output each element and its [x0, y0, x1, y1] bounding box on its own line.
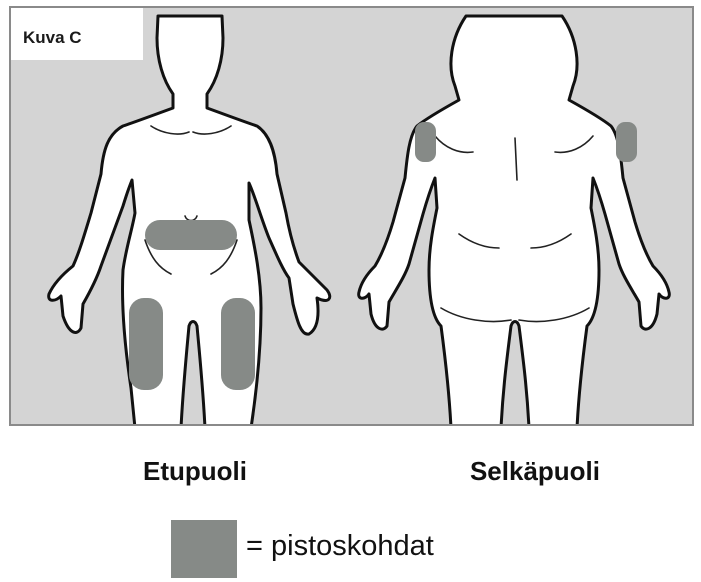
front-view-label: Etupuoli [120, 456, 270, 487]
figure-label-box: Kuva C [11, 8, 143, 60]
injection-site-thigh-right [221, 298, 255, 390]
legend-swatch [171, 520, 237, 578]
figure-label: Kuva C [23, 28, 82, 48]
figure-panel: Kuva C [9, 6, 694, 426]
injection-site-abdomen [145, 220, 237, 250]
front-body [49, 16, 330, 426]
injection-site-back-arm-left [415, 122, 436, 162]
injection-site-back-arm-right [616, 122, 637, 162]
back-view-label: Selkäpuoli [450, 456, 620, 487]
body-diagram [11, 8, 694, 426]
back-body [359, 16, 670, 426]
injection-site-thigh-left [129, 298, 163, 390]
back-body-outline [359, 16, 670, 426]
legend-text: = pistoskohdat [246, 530, 434, 563]
